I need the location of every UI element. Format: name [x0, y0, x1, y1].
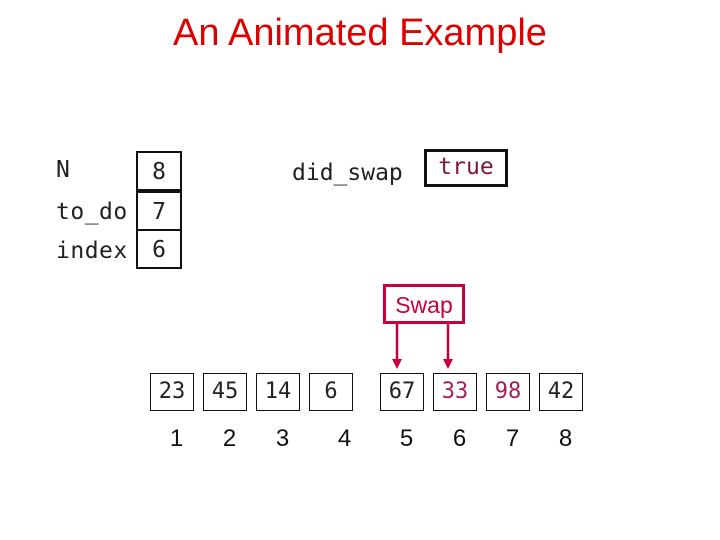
array-cell-5: 67 [380, 373, 424, 411]
var-label-n: N [56, 157, 71, 183]
index-row: 1 2 3 4 5 6 7 8 [150, 424, 592, 456]
array-cell-7: 98 [486, 373, 530, 411]
index-label-1: 1 [169, 425, 184, 452]
var-value-index: 6 [136, 229, 182, 269]
index-label-2: 2 [222, 425, 237, 452]
index-label-5: 5 [399, 425, 414, 452]
var-label-index: index [56, 238, 128, 264]
var-label-to-do: to_do [56, 199, 128, 225]
swap-label: Swap [383, 284, 465, 324]
array-cell-6: 33 [433, 373, 477, 411]
index-label-7: 7 [505, 425, 520, 452]
array-cell-1: 23 [150, 373, 194, 411]
array-row: 23 45 14 6 67 33 98 42 [150, 373, 583, 411]
index-label-3: 3 [275, 425, 290, 452]
array-cell-4: 6 [309, 373, 353, 411]
array-cell-3: 14 [256, 373, 300, 411]
flag-value-did-swap: true [424, 149, 508, 187]
slide-title: An Animated Example [173, 12, 547, 54]
array-cell-2: 45 [203, 373, 247, 411]
index-label-8: 8 [558, 425, 573, 452]
index-label-6: 6 [452, 425, 467, 452]
flag-label-did-swap: did_swap [292, 160, 403, 186]
var-value-n: 8 [136, 151, 182, 191]
array-cell-8: 42 [539, 373, 583, 411]
index-label-4: 4 [337, 425, 352, 452]
